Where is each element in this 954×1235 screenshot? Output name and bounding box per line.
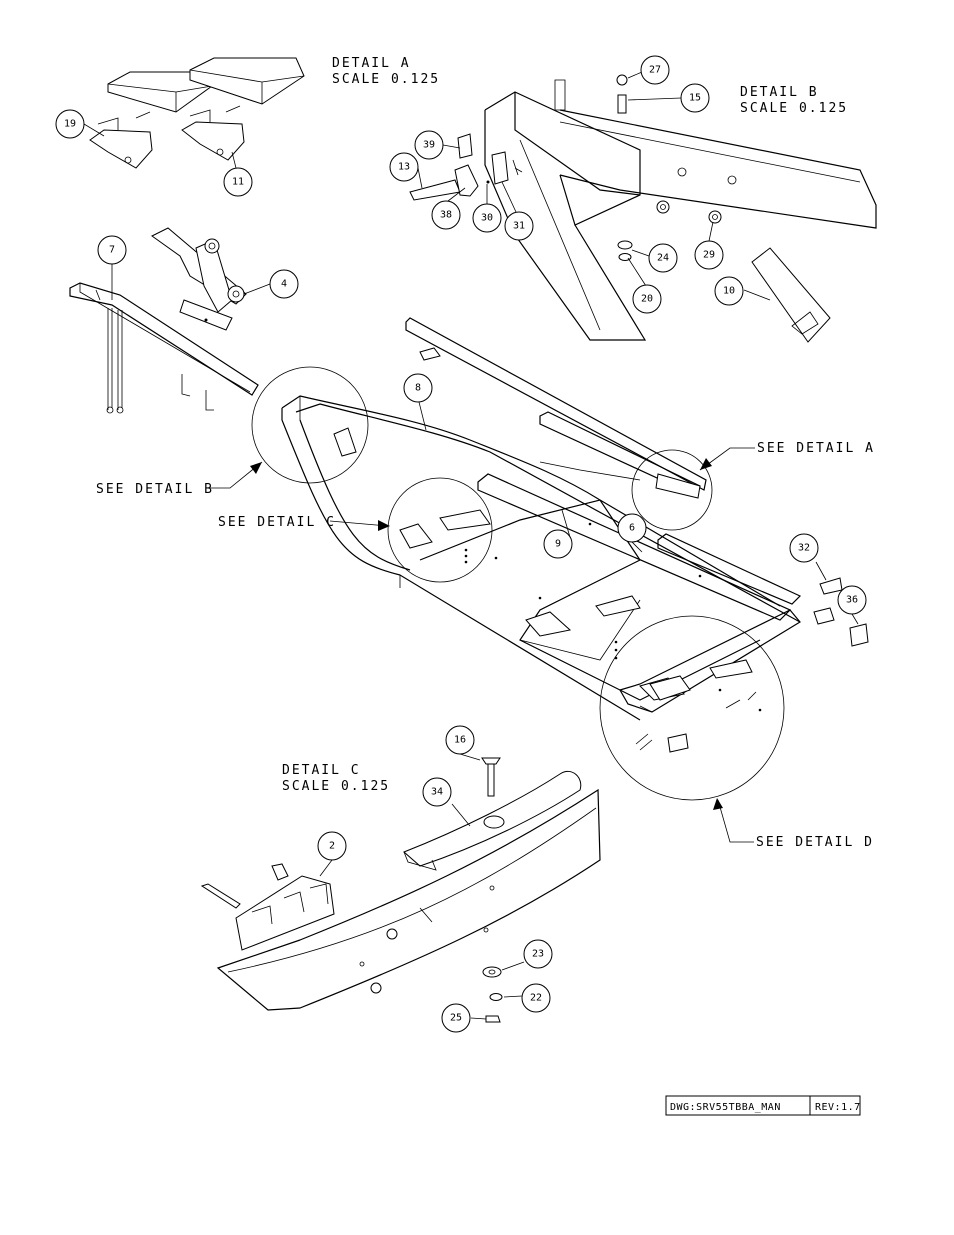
see-detail-d: SEE DETAIL D [756,835,874,850]
item-bubble-32: 32 [789,533,819,563]
revision-number: REV:1.7 [815,1102,861,1113]
detail-c-title: DETAIL C [282,763,361,778]
svg-text:16: 16 [454,735,466,746]
see-detail-a: SEE DETAIL A [757,441,875,456]
item-bubble-30: 30 [472,203,502,233]
svg-text:4: 4 [281,279,287,290]
detail-c-view [200,757,601,1023]
item-bubble-27: 27 [640,55,670,85]
trailer-frame [251,317,869,801]
svg-text:11: 11 [232,177,244,188]
item-bubble-20: 20 [632,284,662,314]
item-bubble-9: 9 [543,529,573,559]
drawing-number: DWG:SRV55TBBA_MAN [670,1102,781,1113]
svg-text:36: 36 [846,595,858,606]
item-bubble-15: 15 [680,83,710,113]
detail-a-scale: SCALE 0.125 [332,72,440,87]
item-bubble-38: 38 [431,200,461,230]
detail-b-view [409,74,877,343]
detail-c-scale: SCALE 0.125 [282,779,390,794]
svg-text:34: 34 [431,787,443,798]
svg-text:29: 29 [703,250,715,261]
see-detail-c: SEE DETAIL C [218,515,336,530]
svg-text:23: 23 [532,949,544,960]
item-bubble-7: 7 [97,235,127,265]
item-bubble-4: 4 [269,269,299,299]
svg-text:27: 27 [649,65,661,76]
item-bubble-22: 22 [521,983,551,1013]
item-bubble-34: 34 [422,777,452,807]
svg-text:20: 20 [641,294,653,305]
item-bubble-36: 36 [837,585,867,615]
item-bubble-23: 23 [523,939,553,969]
svg-text:38: 38 [440,210,452,221]
bubble-leaders [83,71,859,1020]
svg-text:7: 7 [109,245,115,256]
svg-text:22: 22 [530,993,542,1004]
item-bubble-13: 13 [389,152,419,182]
svg-text:19: 19 [64,119,76,130]
handle-and-jack [69,227,259,414]
svg-text:25: 25 [450,1013,462,1024]
item-bubble-31: 31 [504,211,534,241]
svg-text:10: 10 [723,286,735,297]
svg-text:15: 15 [689,93,701,104]
see-detail-callouts: SEE DETAIL A SEE DETAIL B SEE DETAIL C S… [96,441,875,850]
item-bubble-2: 2 [317,831,347,861]
item-bubble-29: 29 [694,240,724,270]
see-detail-b: SEE DETAIL B [96,482,214,497]
svg-text:2: 2 [329,841,335,852]
item-bubble-19: 19 [55,109,85,139]
detail-a-title: DETAIL A [332,56,411,71]
svg-text:13: 13 [398,162,410,173]
item-bubble-11: 11 [223,167,253,197]
detail-headings: DETAIL A SCALE 0.125 DETAIL B SCALE 0.12… [282,56,848,794]
item-bubble-10: 10 [714,276,744,306]
detail-b-title: DETAIL B [740,85,819,100]
svg-text:9: 9 [555,539,561,550]
svg-text:30: 30 [481,213,493,224]
svg-text:31: 31 [513,221,525,232]
svg-text:8: 8 [415,383,421,394]
item-bubble-39: 39 [414,130,444,160]
title-block: DWG:SRV55TBBA_MAN REV:1.7 [665,1095,861,1116]
item-bubble-8: 8 [403,373,433,403]
item-bubbles: 27 15 19 11 39 13 38 30 31 24 29 20 10 7… [55,55,867,1033]
item-bubble-16: 16 [445,725,475,755]
svg-text:6: 6 [629,523,635,534]
item-bubble-24: 24 [648,243,678,273]
svg-text:32: 32 [798,543,810,554]
item-bubble-6: 6 [617,513,647,543]
svg-text:39: 39 [423,140,435,151]
detail-b-scale: SCALE 0.125 [740,101,848,116]
item-bubble-25: 25 [441,1003,471,1033]
detail-a-view [89,57,305,169]
svg-text:24: 24 [657,253,669,264]
